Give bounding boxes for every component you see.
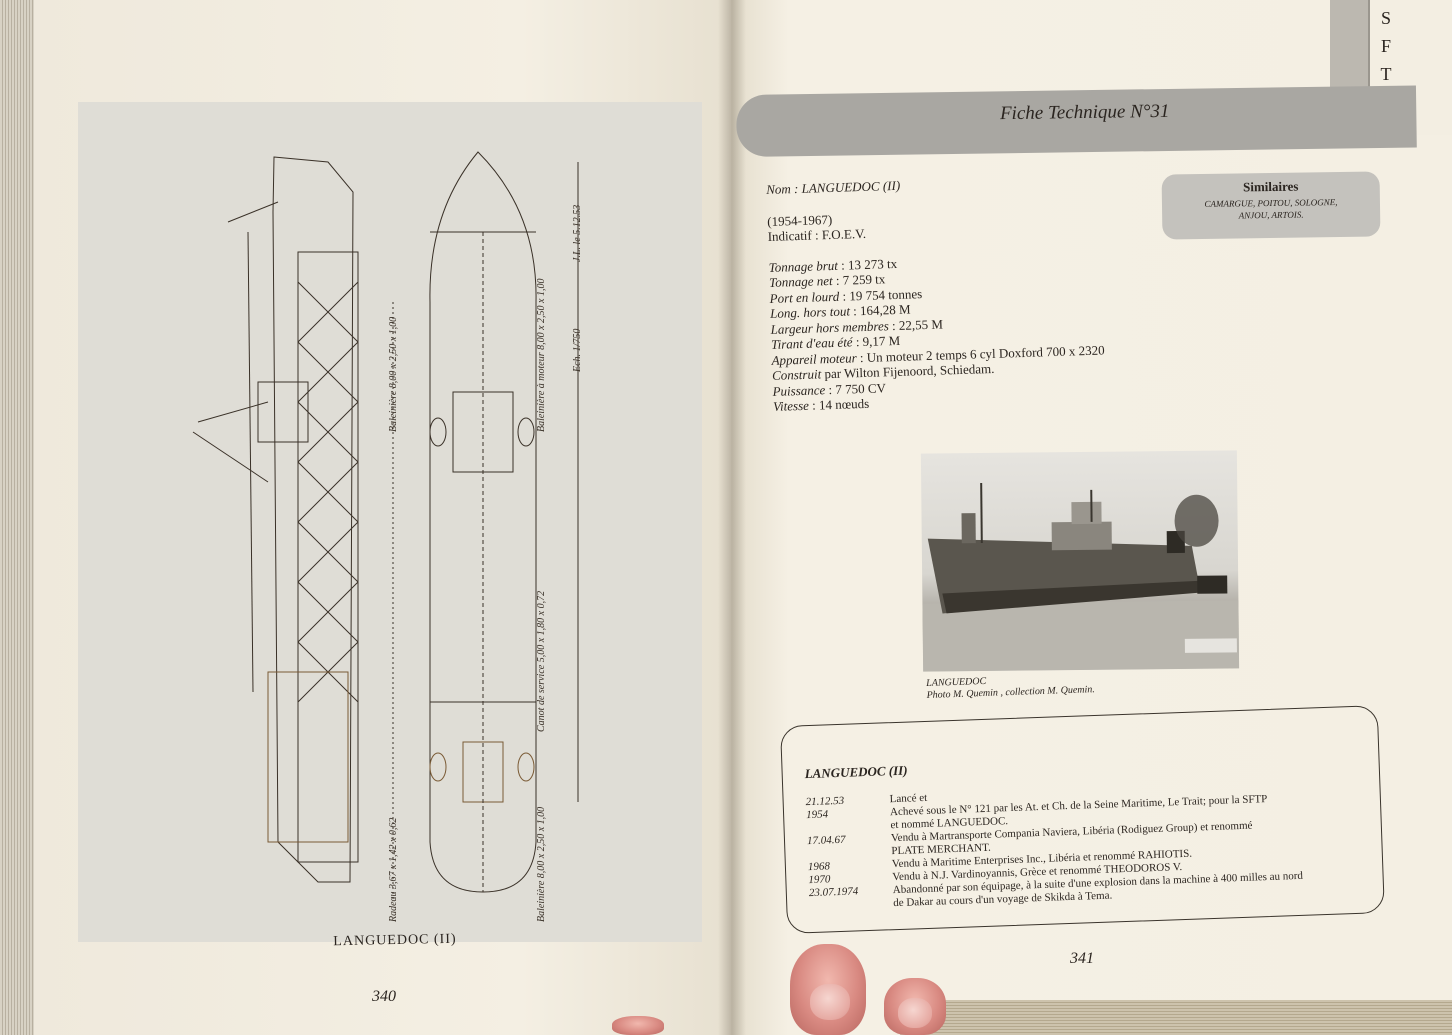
similaires-line: ANJOU, ARTOIS. (1238, 209, 1304, 221)
spec-value: : 7 259 tx (832, 271, 886, 288)
spec-value: : 22,55 M (888, 316, 944, 333)
page-number-left: 340 (372, 988, 396, 1005)
tab-letter: S (1380, 8, 1391, 28)
spec-label: Vitesse (772, 397, 810, 414)
spec-value: : 9,17 M (852, 332, 901, 350)
book-gutter (718, 0, 746, 1035)
svg-text:Radeau 3,67 x 1,42 x 0,62: Radeau 3,67 x 1,42 x 0,62 (388, 818, 399, 923)
spec-label: Tonnage brut (768, 257, 839, 275)
history-title: LANGUEDOC (II) (804, 762, 908, 782)
fiche-title: Fiche Technique N°31 (999, 100, 1170, 125)
ship-photo-svg (922, 483, 1240, 672)
spec-label: Tonnage net (768, 272, 833, 290)
fingernail (898, 998, 932, 1028)
svg-text:Canot de service 5,00 x 1,80 x: Canot de service 5,00 x 1,80 x 0,72 (536, 591, 547, 732)
similaires-list: CAMARGUE, POITOU, SOLOGNE, ANJOU, ARTOIS… (1162, 195, 1380, 222)
spec-label: Puissance (772, 381, 826, 399)
spec-label: Construit (771, 366, 822, 383)
ship-plan-svg: Baleinière 8,00 x 2,50 x 1,00 Baleinière… (192, 151, 583, 923)
svg-text:Baleinière 8,00 x 2,50 x 1,00: Baleinière 8,00 x 2,50 x 1,00 (388, 317, 399, 432)
spec-value: : 13 273 tx (837, 255, 898, 273)
svg-text:Ech. 1/750: Ech. 1/750 (572, 329, 583, 373)
finger (612, 1016, 664, 1035)
spec-label: Port en lourd (769, 288, 840, 306)
svg-text:Baleinière 8,00 x 2,50 x 1,00: Baleinière 8,00 x 2,50 x 1,00 (536, 807, 547, 922)
history-date (809, 897, 893, 913)
similaires-box: Similaires CAMARGUE, POITOU, SOLOGNE, AN… (1161, 171, 1381, 240)
spec-value: : 164,28 M (849, 301, 911, 319)
similaires-title: Similaires (1242, 178, 1299, 195)
spec-value: : 14 nœuds (808, 395, 870, 413)
svg-text:J.L. le 5.12.53: J.L. le 5.12.53 (572, 205, 583, 262)
ship-photo (920, 450, 1240, 672)
tab-letter: F (1380, 36, 1391, 56)
page-number-right: 341 (1070, 950, 1094, 967)
tab-letter: T (1380, 64, 1392, 84)
ship-specifications: Nom : LANGUEDOC (II) (1954-1967) Indicat… (766, 170, 1153, 414)
left-page-edges (0, 0, 40, 1035)
svg-text:Baleinière à moteur 8,00 x 2,5: Baleinière à moteur 8,00 x 2,50 x 1,00 (536, 279, 547, 433)
ship-plan-drawing: Baleinière 8,00 x 2,50 x 1,00 Baleinière… (78, 102, 702, 942)
spec-value: : 7 750 CV (825, 379, 887, 397)
fingernail (810, 984, 850, 1020)
book-bottom-edge (900, 1000, 1452, 1035)
